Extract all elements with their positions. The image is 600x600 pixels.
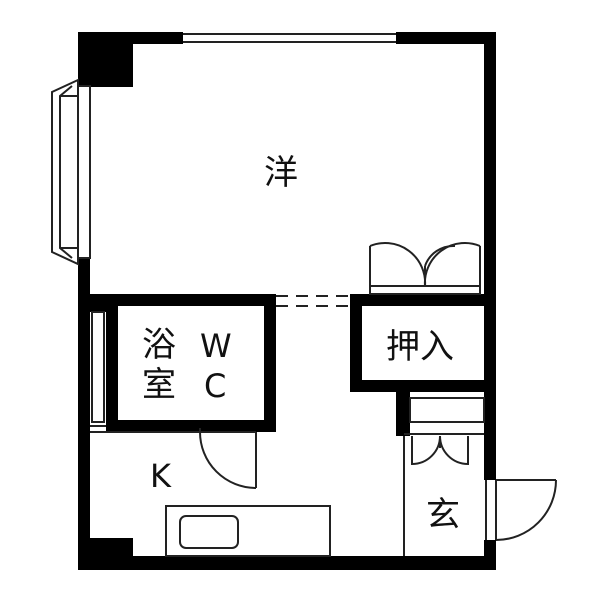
entrance-label: 玄 (426, 495, 460, 535)
kitchen-label: K (150, 457, 171, 495)
pipe-space (91, 311, 105, 423)
closet-doors (369, 242, 481, 295)
western-room-label: 洋 (264, 153, 298, 193)
bath-walls (78, 294, 276, 432)
wc-label-top: W (200, 327, 232, 365)
closet-label: 押入 (386, 327, 454, 367)
front-door (485, 479, 557, 541)
closet-walls (350, 294, 486, 392)
dashed-partition (276, 295, 352, 307)
bath-label-top: 浴 (142, 325, 176, 365)
top-window (183, 33, 396, 43)
entrance-walls (396, 392, 410, 436)
wc-label-bottom: C (204, 367, 227, 405)
bath-door (199, 428, 257, 489)
entrance-lines (403, 397, 485, 556)
kitchen-counter (165, 505, 331, 557)
bath-label-bottom: 室 (142, 365, 176, 405)
bay-window (51, 78, 79, 266)
